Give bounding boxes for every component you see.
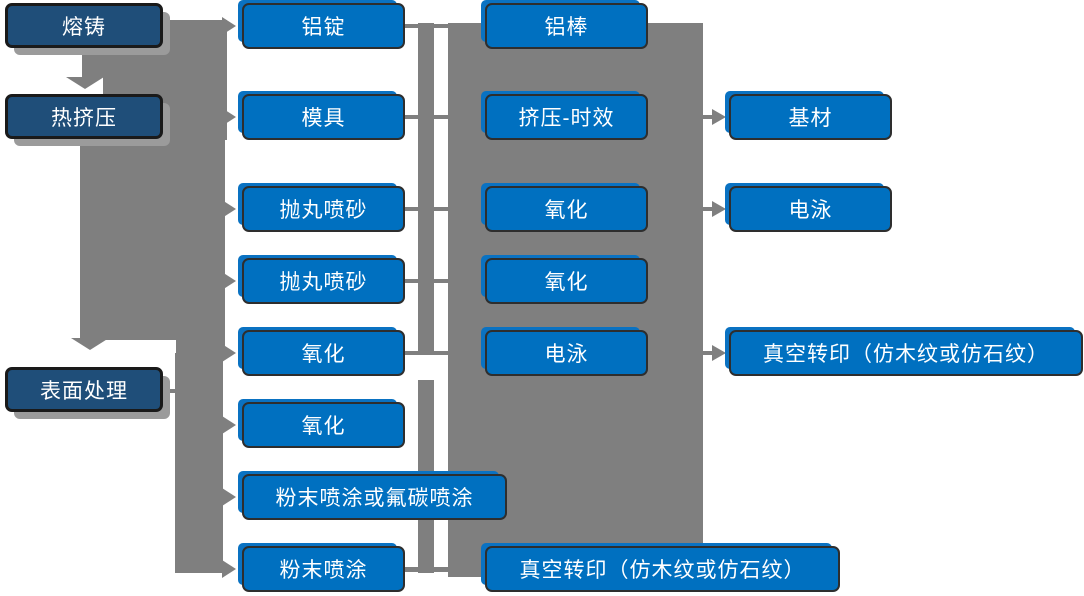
arrow-to-aluminum-ingot-icon [222, 17, 236, 35]
node-mold: 模具 [242, 94, 405, 140]
arrow-to-shot-blasting-2-icon [222, 272, 236, 290]
stem-to-vacuum-transfer-2 [702, 351, 713, 355]
tie-powder-to-vacuum [405, 567, 485, 572]
connector-surface-treatment-link [163, 389, 176, 393]
stem-to-base-material [702, 115, 713, 119]
arrow-to-electrophoresis-2-icon [712, 201, 726, 217]
arrow-to-powder-fluorocarbon-icon [222, 488, 236, 506]
node-vacuum-transfer-print-2: 真空转印（仿木纹或仿石纹） [729, 330, 1083, 376]
arrow-to-oxidation-2-icon [222, 416, 236, 434]
node-shot-blasting-1: 抛丸喷砂 [242, 186, 405, 232]
arrow-to-oxidation-1-icon [222, 344, 236, 362]
tie-aluminum-ingot [405, 24, 448, 28]
arrow-down-to-hot-extrusion-icon [66, 77, 104, 89]
tie-shot-blasting-2 [405, 279, 448, 283]
arrow-to-base-material-icon [712, 109, 726, 125]
arrow-down-to-surface-treatment-icon [71, 338, 109, 350]
node-extrusion-aging: 挤压-时效 [485, 94, 648, 140]
arrow-to-powder-coating-icon [222, 560, 236, 578]
node-powder-coating: 粉末喷涂 [242, 546, 405, 592]
node-surface-treatment: 表面处理 [5, 367, 163, 412]
node-electrophoresis-1: 电泳 [485, 330, 648, 376]
node-oxidation-4: 氧化 [485, 258, 648, 304]
connector-left-lower-band [175, 353, 223, 573]
node-aluminum-ingot: 铝锭 [242, 3, 405, 49]
connector-mid-band-upper [418, 23, 434, 355]
stem-to-electrophoresis-2 [702, 207, 713, 211]
tie-shot-blasting-1 [405, 207, 448, 211]
node-oxidation-2: 氧化 [242, 402, 405, 448]
node-melting-casting: 熔铸 [5, 3, 163, 48]
node-aluminum-rod: 铝棒 [485, 3, 648, 49]
node-vacuum-transfer-print-1: 真空转印（仿木纹或仿石纹） [485, 546, 840, 592]
node-oxidation-3: 氧化 [485, 186, 648, 232]
tie-oxidation-1 [405, 351, 448, 355]
node-oxidation-1: 氧化 [242, 330, 405, 376]
node-hot-extrusion: 热挤压 [5, 94, 163, 139]
arrow-to-mold-icon [222, 108, 236, 126]
connector-left-slab-right [176, 140, 225, 353]
node-base-material: 基材 [729, 94, 892, 140]
node-shot-blasting-2: 抛丸喷砂 [242, 258, 405, 304]
node-powder-or-fluorocarbon-coating: 粉末喷涂或氟碳喷涂 [242, 474, 507, 520]
arrow-to-shot-blasting-1-icon [222, 200, 236, 218]
arrow-to-vacuum-transfer-2-icon [712, 345, 726, 361]
node-electrophoresis-2: 电泳 [729, 186, 892, 232]
tie-mold [405, 115, 448, 119]
